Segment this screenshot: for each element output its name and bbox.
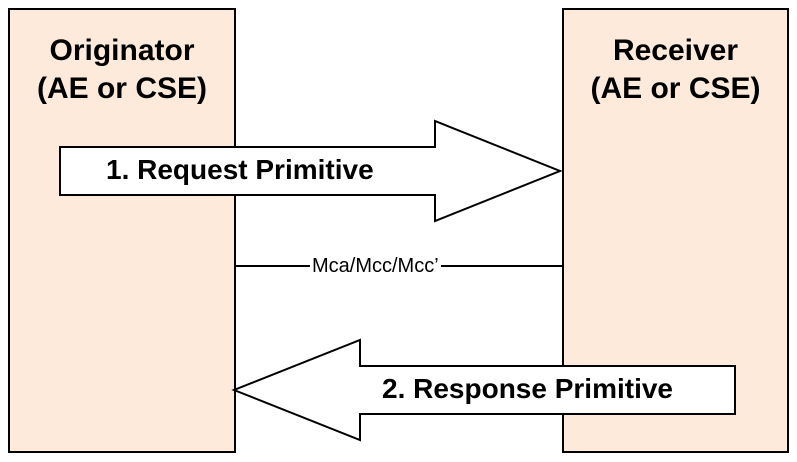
originator-name: Originator bbox=[49, 34, 195, 67]
response-label: 2. Response Primitive bbox=[382, 373, 674, 404]
response-arrow bbox=[231, 338, 736, 442]
request-arrow bbox=[59, 119, 563, 223]
request-label: 1. Request Primitive bbox=[106, 154, 374, 185]
originator-box: Originator (AE or CSE) bbox=[8, 8, 236, 453]
originator-title: Originator (AE or CSE) bbox=[10, 32, 234, 108]
receiver-title: Receiver (AE or CSE) bbox=[564, 32, 787, 108]
receiver-type: (AE or CSE) bbox=[590, 72, 761, 105]
interface-label: Mca/Mcc/Mcc’ bbox=[310, 255, 441, 278]
receiver-name: Receiver bbox=[612, 34, 739, 67]
originator-type: (AE or CSE) bbox=[36, 72, 207, 105]
